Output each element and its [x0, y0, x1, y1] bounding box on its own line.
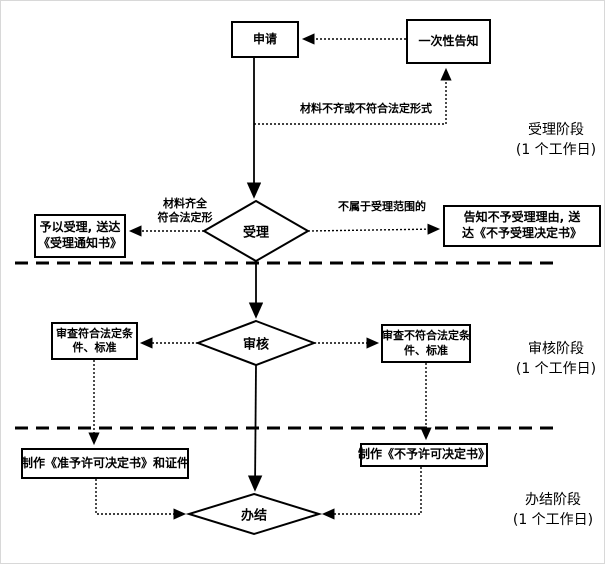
- grant-acceptance-line2: 《受理通知书》: [37, 236, 122, 250]
- make-denial-label: 制作《不予许可决定书》: [358, 447, 491, 462]
- edge-accept-to-notaccept: [307, 223, 441, 235]
- stage-finish-line2: (1 个工作日): [512, 512, 594, 529]
- edge-denial-to-finish: [321, 467, 422, 520]
- stage-review-label: 审核阶段 (1 个工作日): [506, 339, 604, 380]
- edge-incomplete-to-notice: [254, 67, 452, 125]
- one-time-notice-label: 一次性告知: [418, 33, 479, 48]
- make-denial-box: 制作《不予许可决定书》: [358, 443, 491, 467]
- materials-complete-line1: 材料齐全: [163, 197, 207, 210]
- apply-box-label: 申请: [252, 31, 277, 46]
- review-pass-box: 审查符合法定条 件、标准: [51, 322, 138, 360]
- edge-review-to-finish: [247, 364, 263, 492]
- stage-finish-line1: 办结阶段: [525, 492, 581, 508]
- review-diamond-label: 审核: [242, 337, 270, 353]
- materials-complete-label: 材料齐全 符合法定形: [139, 197, 231, 225]
- review-fail-line2: 件、标准: [404, 343, 448, 357]
- review-fail-line1: 审查不符合法定条: [382, 329, 470, 343]
- not-accept-line2: 达《不予受理决定书》: [461, 226, 582, 240]
- edge-permit-to-finish: [95, 479, 187, 520]
- stage-accept-line2: (1 个工作日): [515, 142, 597, 159]
- not-accept-box: 告知不予受理理由, 送 达《不予受理决定书》: [443, 205, 601, 247]
- one-time-notice-box: 一次性告知: [406, 19, 491, 64]
- stage-finish-label: 办结阶段 (1 个工作日): [503, 490, 603, 531]
- make-permit-label: 制作《准予许可决定书》和证件: [21, 455, 190, 470]
- grant-acceptance-box: 予以受理, 送达 《受理通知书》: [34, 214, 126, 258]
- make-permit-box: 制作《准予许可决定书》和证件: [21, 448, 189, 479]
- review-fail-box: 审查不符合法定条 件、标准: [381, 324, 471, 363]
- finish-diamond-label: 办结: [240, 508, 268, 524]
- accept-diamond-label: 受理: [242, 225, 270, 241]
- review-pass-line1: 审查符合法定条: [56, 326, 133, 340]
- finish-diamond: [185, 492, 323, 536]
- review-pass-line2: 件、标准: [72, 341, 117, 354]
- stage-accept-label: 受理阶段 (1 个工作日): [506, 120, 604, 161]
- stage-review-line1: 审核阶段: [528, 341, 584, 357]
- not-accept-line1: 告知不予受理理由, 送: [463, 210, 581, 225]
- stage-review-line2: (1 个工作日): [515, 361, 597, 378]
- out-of-scope-label: 不属于受理范围的: [338, 200, 426, 213]
- materials-complete-line2: 符合法定形: [157, 210, 213, 224]
- stage-accept-line1: 受理阶段: [528, 122, 584, 138]
- materials-incomplete-label: 材料不齐或不符合法定形式: [300, 102, 432, 115]
- apply-box: 申请: [231, 21, 299, 58]
- grant-acceptance-line1: 予以受理, 送达: [39, 220, 121, 235]
